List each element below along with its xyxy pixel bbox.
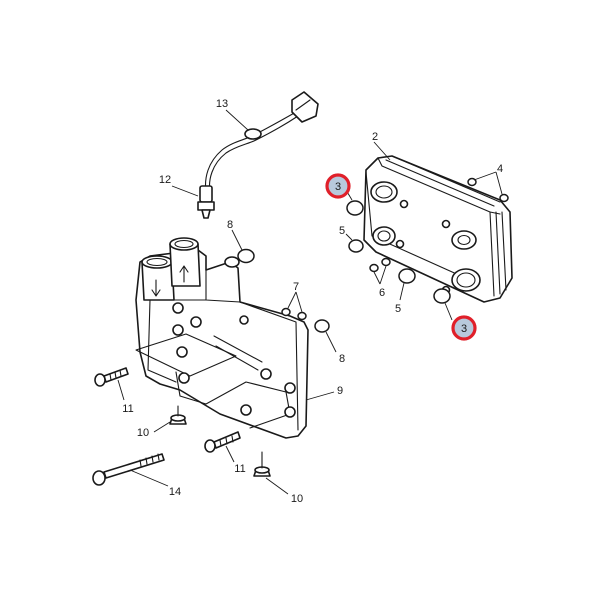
o-ring-6b bbox=[381, 257, 391, 267]
label-10-right: 10 bbox=[291, 493, 303, 505]
o-ring-8a bbox=[237, 248, 255, 264]
core-port-top-left bbox=[370, 181, 398, 203]
highlight-callout-3-top[interactable]: 3 bbox=[325, 173, 351, 199]
bolt-11-right bbox=[204, 431, 241, 453]
label-11-right: 11 bbox=[234, 463, 245, 475]
housing-body bbox=[135, 249, 309, 439]
label-8-top: 8 bbox=[227, 219, 233, 231]
fasteners bbox=[92, 367, 271, 486]
o-ring-4a bbox=[467, 177, 477, 187]
bolt-11-left bbox=[94, 367, 129, 387]
core-port-mid-left bbox=[372, 226, 396, 246]
label-7: 7 bbox=[293, 281, 299, 293]
core-port-bottom-right bbox=[451, 268, 481, 292]
leader-lines bbox=[117, 109, 503, 495]
o-rings bbox=[237, 177, 509, 333]
label-13: 13 bbox=[216, 98, 228, 110]
o-ring-3b bbox=[433, 288, 451, 304]
sensor-assembly bbox=[197, 91, 319, 219]
core-port-mid-right bbox=[451, 230, 477, 250]
o-ring-7b bbox=[297, 311, 307, 321]
label-5-top: 5 bbox=[339, 225, 345, 237]
cooler-housing bbox=[135, 237, 309, 439]
callout-label-3-top: 3 bbox=[335, 181, 341, 193]
bolt-14 bbox=[92, 453, 165, 486]
label-11-left: 11 bbox=[122, 403, 133, 415]
o-ring-7a bbox=[281, 307, 291, 317]
o-ring-5a bbox=[348, 239, 364, 253]
label-2: 2 bbox=[372, 131, 378, 143]
label-10-left: 10 bbox=[137, 427, 149, 439]
o-ring-3a bbox=[346, 200, 364, 216]
highlight-callout-3-bottom[interactable]: 3 bbox=[451, 315, 477, 341]
o-ring-6a bbox=[369, 263, 379, 273]
label-8-bottom: 8 bbox=[339, 353, 345, 365]
sensor-body bbox=[199, 185, 213, 203]
part-numbers: 13 12 8 2 4 5 6 5 7 8 9 11 10 11 14 10 bbox=[122, 98, 503, 505]
connector-plug bbox=[291, 91, 319, 123]
nut-10-left bbox=[169, 405, 187, 425]
o-ring-5b bbox=[398, 268, 416, 284]
o-ring-8b bbox=[314, 319, 330, 333]
label-9: 9 bbox=[337, 385, 343, 397]
label-6: 6 bbox=[379, 287, 385, 299]
label-5-bottom: 5 bbox=[395, 303, 401, 315]
label-12: 12 bbox=[159, 174, 171, 186]
callout-label-3-bottom: 3 bbox=[461, 323, 467, 335]
nut-10-right bbox=[253, 451, 271, 477]
o-ring-4b bbox=[499, 193, 509, 203]
cable-clip bbox=[244, 128, 262, 140]
cooler-core bbox=[363, 155, 513, 303]
label-4: 4 bbox=[497, 163, 503, 175]
label-14: 14 bbox=[169, 486, 181, 498]
